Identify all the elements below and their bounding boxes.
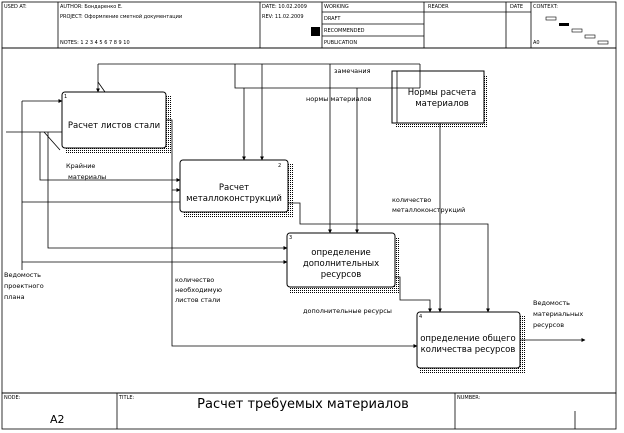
input-arrow-2b[interactable] [22, 200, 181, 203]
label-vedomost-out-1: Ведомость [533, 299, 570, 307]
kraynie-leader [43, 131, 61, 151]
status-publication: PUBLICATION [324, 40, 357, 46]
activity-3-label-line3: ресурсов [321, 270, 362, 280]
footer-number-label: NUMBER: [457, 395, 481, 401]
activity-3-number: 3 [289, 235, 292, 241]
node-code: A0 [533, 40, 540, 46]
label-kolichestvo-mk-1: количество [392, 196, 431, 204]
footer-node-label: NODE: [4, 395, 21, 401]
activity-box-3[interactable]: определение дополнительных ресурсов 3 [286, 232, 396, 288]
activity-2-label-line2: металлоконструкций [186, 194, 282, 204]
label-vedomost-in-3: плана [4, 293, 25, 301]
context-thumbnail [545, 16, 609, 45]
activity-3-label-line1: определение [311, 248, 370, 258]
label-kolichestvo-stali-3: листов стали [175, 296, 220, 304]
label-normy: нормы материалов [306, 95, 372, 103]
label-kolichestvo-stali-1: количество [175, 276, 214, 284]
date-field: DATE: 10.02.2009 [262, 4, 307, 10]
activity-1-number: 1 [64, 94, 67, 100]
reader-label: READER [428, 4, 449, 10]
label-vedomost-in-2: проектного [4, 282, 44, 290]
footer-frame [1, 392, 617, 430]
date-label: DATE [510, 4, 523, 10]
norms-label-line2: материалов [415, 99, 469, 109]
activity-3-label-line2: дополнительных [303, 259, 379, 269]
status-recommended: RECOMMENDED [324, 28, 365, 34]
label-vedomost-out-2: материальных [533, 310, 583, 318]
activity-box-2[interactable]: Расчет металлоконструкций 2 [179, 159, 289, 213]
notes-field: NOTES: 1 2 3 4 5 6 7 8 9 10 [60, 40, 130, 46]
rev-field: REV: 11.02.2009 [262, 14, 304, 20]
used-at-label: USED AT: [4, 4, 27, 10]
footer-node-value: A2 [50, 413, 65, 426]
footer-title-label: TITLE: [118, 395, 135, 401]
project-field: PROJECT: Оформление сметной документации [60, 13, 182, 20]
output-1-to-4[interactable] [171, 190, 418, 348]
status-marker [311, 27, 320, 36]
label-dop-resursy: дополнительные ресурсы [303, 307, 392, 315]
activity-4-number: 4 [419, 314, 422, 320]
label-kolichestvo-mk-2: металлоконструкций [392, 206, 465, 214]
context-label: CONTEXT: [533, 4, 558, 10]
status-working: WORKING [324, 4, 349, 10]
label-kolichestvo-stali-2: необходимую [175, 286, 223, 294]
norms-reference-box[interactable]: Нормы расчета материалов [391, 70, 485, 124]
norms-line[interactable] [234, 64, 420, 89]
label-kraynie-2: материалы [68, 173, 106, 181]
label-zamechaniya: замечания [334, 67, 371, 75]
activity-box-1[interactable]: Расчет листов стали 1 [61, 91, 167, 149]
status-draft: DRAFT [324, 16, 341, 22]
label-kraynie-1: Крайние [66, 162, 95, 170]
activity-4-label-line1: определение общего [420, 334, 516, 344]
input-arrow-2[interactable] [39, 132, 181, 182]
activity-2-label-line1: Расчет [219, 183, 249, 193]
arrows [6, 63, 586, 348]
footer-title: Расчет требуемых материалов [197, 397, 409, 412]
activity-1-label: Расчет листов стали [68, 121, 160, 131]
norms-label-line1: Нормы расчета [408, 88, 477, 98]
output-2-to-4[interactable] [288, 202, 490, 313]
control-box1-tick [97, 81, 106, 93]
author-field: AUTHOR: Бондаренко Е. [60, 4, 123, 10]
output-3-to-4[interactable] [395, 276, 432, 313]
label-vedomost-in-1: Ведомость [4, 271, 41, 279]
label-vedomost-out-3: ресурсов [533, 321, 564, 329]
activity-box-4[interactable]: определение общего количества ресурсов 4 [416, 311, 521, 369]
input-arrow-3a[interactable] [47, 132, 288, 250]
activity-4-label-line2: количества ресурсов [421, 345, 516, 355]
output-1-to-2[interactable] [166, 119, 181, 192]
activity-2-number: 2 [278, 163, 281, 169]
